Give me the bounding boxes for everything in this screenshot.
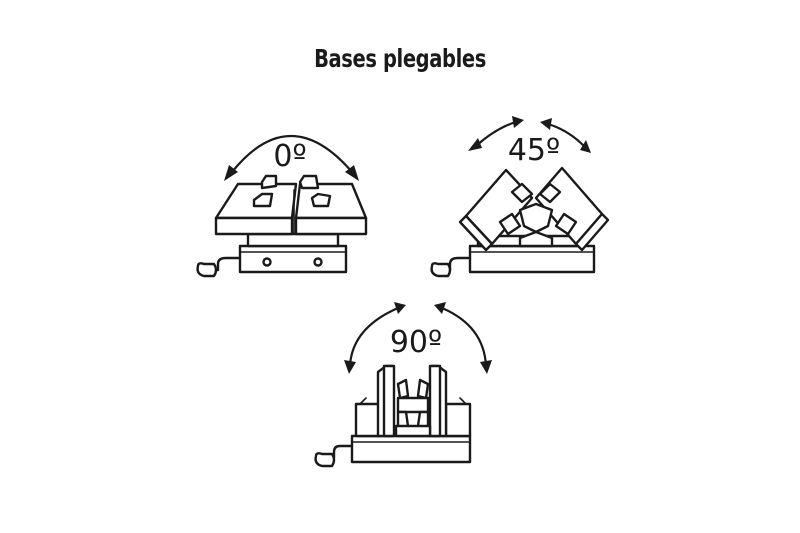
rotation-arc-0 xyxy=(230,135,354,174)
arrowhead-left-icon xyxy=(224,165,238,181)
rotation-arc-90-right xyxy=(440,306,488,368)
angle-label-90: 90º xyxy=(390,325,442,360)
arrowhead-icon xyxy=(394,302,406,314)
angle-label-0: 0º xyxy=(273,139,306,174)
crank-handle-icon xyxy=(438,256,472,272)
arrowhead-icon xyxy=(580,140,591,153)
arrowhead-icon xyxy=(468,138,482,151)
arrowhead-icon xyxy=(540,118,552,130)
angle-label-45: 45º xyxy=(508,133,560,168)
crank-handle-icon xyxy=(322,444,354,460)
arrowhead-right-icon xyxy=(345,165,359,181)
vise-base-90 xyxy=(350,434,472,464)
arrowhead-icon xyxy=(434,302,446,314)
arrowhead-icon xyxy=(344,360,356,374)
vise-0-degrees: 0º xyxy=(196,135,368,278)
vise-45-degrees: 45º xyxy=(430,116,610,278)
arrowhead-icon xyxy=(512,116,524,128)
rotation-arc-90-left xyxy=(348,306,400,368)
vise-90-degrees: 90º xyxy=(314,302,492,468)
arrowhead-icon xyxy=(480,360,492,374)
vise-base-0 xyxy=(238,244,348,274)
vise-base-45 xyxy=(468,244,596,274)
rotation-arc-45-right xyxy=(546,122,586,148)
diagram-title: Bases plegables xyxy=(314,44,486,73)
crank-handle-icon xyxy=(204,256,242,272)
